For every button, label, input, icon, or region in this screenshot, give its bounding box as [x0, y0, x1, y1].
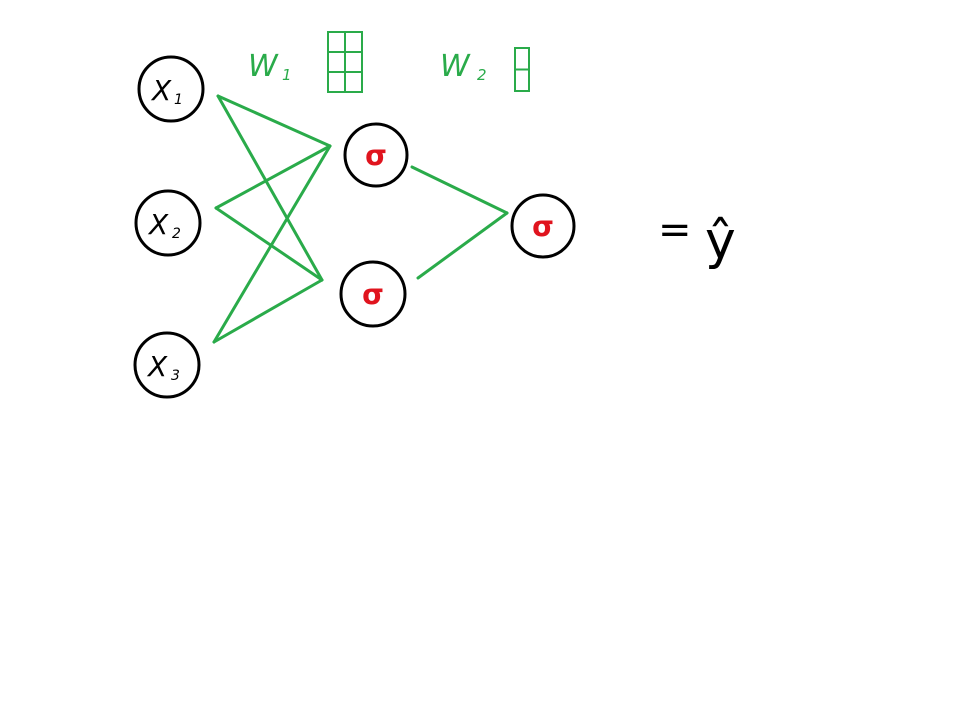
weight-matrix-icon-w1 — [327, 31, 363, 93]
network-edge — [216, 94, 324, 282]
input-node-x2: X 2 — [134, 189, 202, 257]
weight-label-w1-letter: W — [248, 49, 279, 84]
input-node-circle — [133, 331, 201, 399]
weight-label-w2-subscript: 2 — [477, 66, 487, 84]
input-node-subscript: 1 — [174, 92, 183, 108]
input-node-x1: X 1 — [137, 55, 205, 123]
input-node-x3: X 3 — [133, 331, 201, 399]
input-node-subscript: 3 — [171, 368, 180, 384]
weight-label-w1: W 1 — [248, 49, 292, 84]
network-edge — [216, 94, 332, 148]
hidden-node-2: σ — [339, 260, 407, 328]
network-edge — [212, 144, 332, 344]
weight-label-w1-subscript: 1 — [282, 66, 292, 84]
y-hat-label: ŷ — [705, 211, 736, 271]
output-node-circle — [510, 193, 576, 259]
sigmoid-activation-label: σ — [362, 278, 384, 311]
hidden-node-circle — [339, 260, 407, 328]
network-edge — [410, 165, 509, 215]
input-node-subscript: 2 — [172, 226, 181, 242]
weight-label-w2: W 2 — [440, 49, 487, 84]
weight-matrix-icon-w2 — [514, 47, 530, 92]
prediction-output: = ŷ — [658, 207, 736, 271]
input-node-label: X — [150, 74, 172, 107]
equals-sign: = — [658, 207, 692, 253]
input-node-circle — [134, 189, 202, 257]
network-edge — [214, 206, 324, 282]
sigmoid-activation-label: σ — [532, 210, 554, 243]
weight-label-w2-letter: W — [440, 49, 471, 84]
input-node-label: X — [147, 208, 169, 241]
hidden-node-circle — [343, 122, 409, 188]
sigmoid-activation-label: σ — [365, 139, 387, 172]
input-node-label: X — [146, 350, 168, 383]
network-edges — [212, 94, 509, 344]
input-node-circle — [137, 55, 205, 123]
output-node: σ — [510, 193, 576, 259]
hidden-node-1: σ — [343, 122, 409, 188]
network-edge — [212, 278, 324, 344]
network-edge — [214, 144, 332, 210]
network-edge — [416, 211, 509, 280]
